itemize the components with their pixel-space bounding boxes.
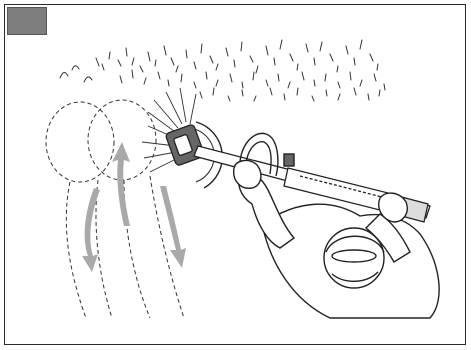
step-badge	[7, 7, 47, 35]
cutting-spray	[141, 87, 197, 173]
arrow-up-icon	[112, 142, 130, 226]
helmet-icon	[323, 227, 385, 289]
arrow-down-icon	[160, 186, 186, 268]
grass-band	[59, 39, 386, 102]
arrow-down-icon	[82, 188, 100, 272]
handle-icon	[239, 132, 295, 177]
